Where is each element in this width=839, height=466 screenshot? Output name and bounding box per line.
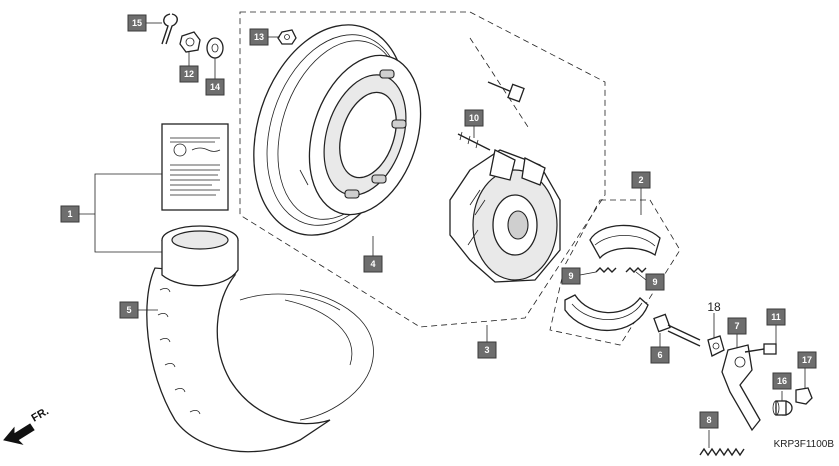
brake-shoe-group-outline xyxy=(549,199,681,346)
callout-17: 17 xyxy=(797,351,817,369)
callout-4-label: 4 xyxy=(370,259,375,269)
callout-13: 13 xyxy=(249,28,269,46)
valve-nut xyxy=(277,29,297,45)
callout-18-label: 18 xyxy=(707,300,721,314)
callout-1-label: 1 xyxy=(67,209,72,219)
axle-nut xyxy=(179,31,201,53)
callout-8: 8 xyxy=(699,411,719,429)
callout-12-label: 12 xyxy=(184,69,194,79)
callout-1: 1 xyxy=(60,205,80,223)
callout-11: 11 xyxy=(766,308,786,326)
callout-9a-label: 9 xyxy=(568,271,573,281)
callout-14-label: 14 xyxy=(210,82,220,92)
joint-pin xyxy=(772,400,793,416)
callout-16-label: 16 xyxy=(777,376,787,386)
callout-9b-label: 9 xyxy=(652,277,657,287)
callout-7: 7 xyxy=(727,317,747,335)
tire-info-label xyxy=(161,123,229,211)
callout-17-label: 17 xyxy=(802,355,812,365)
callout-3-label: 3 xyxy=(484,345,489,355)
wheel-assembly-group-outline xyxy=(239,11,606,328)
callout-10-label: 10 xyxy=(469,113,479,123)
brake-spring-right xyxy=(625,267,647,273)
callout-15: 15 xyxy=(127,14,147,32)
callout-2-label: 2 xyxy=(638,175,643,185)
wheel-rim xyxy=(253,24,422,236)
callout-7-label: 7 xyxy=(734,321,739,331)
stud-bolt-sub-group-outline xyxy=(469,37,531,131)
cotter-pin xyxy=(161,13,178,45)
wheel-hub-drum xyxy=(449,149,561,283)
upper-bolt xyxy=(487,81,525,103)
wear-indicator-plate xyxy=(707,335,725,357)
adjusting-nut xyxy=(795,387,813,405)
brake-cam xyxy=(653,313,701,347)
leader-9a xyxy=(579,271,597,276)
callout-10: 10 xyxy=(464,109,484,127)
callout-6-label: 6 xyxy=(657,350,662,360)
callout-5: 5 xyxy=(119,301,139,319)
arm-bolt xyxy=(744,343,777,355)
callout-2: 2 xyxy=(631,171,651,189)
callout-12: 12 xyxy=(179,65,199,83)
drawing-code: KRP3F1100B xyxy=(774,439,835,450)
brake-spring-left xyxy=(595,267,617,273)
stud-bolt xyxy=(457,131,491,151)
callout-13-label: 13 xyxy=(254,32,264,42)
tire xyxy=(146,225,374,453)
callout-15-label: 15 xyxy=(132,18,142,28)
callout-8-label: 8 xyxy=(706,415,711,425)
callout-5-label: 5 xyxy=(126,305,131,315)
front-direction-arrow: FR. xyxy=(3,405,51,445)
callout-3: 3 xyxy=(477,341,497,359)
leader-9b xyxy=(635,271,647,281)
callout-6: 6 xyxy=(650,346,670,364)
brake-shoe-lower xyxy=(564,294,649,332)
leader-1 xyxy=(79,173,162,253)
callout-9b: 9 xyxy=(645,273,665,291)
callout-16: 16 xyxy=(772,372,792,390)
brake-arm xyxy=(721,344,761,432)
direction-label: FR. xyxy=(30,405,51,424)
callout-4: 4 xyxy=(363,255,383,273)
callout-11-label: 11 xyxy=(771,312,781,322)
washer xyxy=(206,37,224,59)
callout-14: 14 xyxy=(205,78,225,96)
callout-9a: 9 xyxy=(561,267,581,285)
return-spring xyxy=(699,447,745,457)
brake-shoe-upper xyxy=(589,224,661,260)
